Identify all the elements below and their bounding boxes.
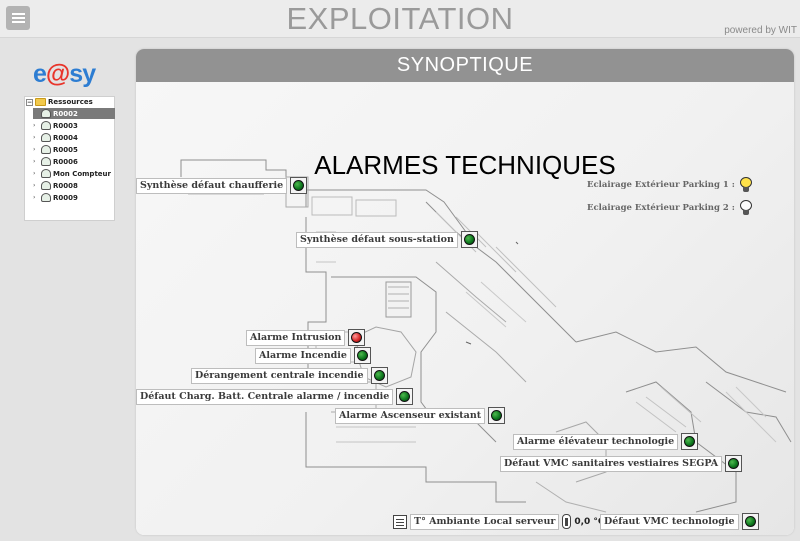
tree-item-r0002[interactable]: ›R0002 [33, 108, 115, 119]
temperature-unit: °C [593, 516, 605, 527]
expand-arrow-icon: › [33, 146, 36, 153]
expand-arrow-icon: › [33, 170, 36, 177]
meter-icon [41, 121, 51, 130]
panel-title: SYNOPTIQUE [136, 49, 794, 82]
meter-icon [41, 109, 51, 118]
sensor-icon [393, 514, 407, 529]
easy-logo: e@sy [33, 60, 96, 88]
alarm-derangement-incendie: Dérangement centrale incendie [191, 367, 388, 384]
light-bulb-off-icon[interactable] [739, 200, 752, 216]
tree-item-r0006[interactable]: ›R0006 [33, 157, 78, 166]
folder-icon [35, 98, 46, 106]
tree-root[interactable]: − Ressources [26, 98, 93, 106]
alarm-charg-batt: Défaut Charg. Batt. Centrale alarme / in… [136, 388, 414, 405]
expand-arrow-icon: › [33, 134, 36, 141]
alarm-vmc-technologie: Défaut VMC technologie [600, 513, 759, 530]
tree-item-r0009[interactable]: ›R0009 [33, 193, 78, 202]
resource-tree: − Ressources ›R0002 ›R0003 ›R0004 ›R0005… [24, 96, 115, 221]
led-green-icon [399, 391, 411, 402]
meter-icon [41, 193, 51, 202]
status-indicator[interactable] [353, 347, 371, 364]
led-green-icon [293, 180, 305, 191]
light-bulb-on-icon[interactable] [739, 177, 752, 193]
expand-arrow-icon: › [33, 158, 36, 165]
status-indicator[interactable] [396, 388, 414, 405]
led-green-icon [463, 234, 475, 245]
expand-arrow-icon: › [33, 122, 36, 129]
alarm-vmc-segpa: Défaut VMC sanitaires vestiaires SEGPA [500, 455, 743, 472]
top-bar: EXPLOITATION powered by WIT [0, 0, 800, 38]
alarm-intrusion: Alarme Intrusion [246, 329, 366, 346]
meter-icon [41, 181, 51, 190]
expand-arrow-icon: › [33, 194, 36, 201]
meter-icon [41, 145, 51, 154]
alarm-sous-station: Synthèse défaut sous-station [296, 231, 478, 248]
lighting-parking-2: Eclairage Extérieur Parking 2 : [587, 200, 752, 216]
tree-item-r0008[interactable]: ›R0008 [33, 181, 78, 190]
meter-icon [41, 133, 51, 142]
led-green-icon [684, 436, 696, 447]
status-indicator[interactable] [488, 407, 506, 424]
expand-arrow-icon: › [33, 110, 36, 117]
status-indicator[interactable] [348, 329, 366, 346]
app-title: EXPLOITATION [286, 1, 514, 36]
status-indicator[interactable] [460, 231, 478, 248]
led-green-icon [491, 410, 503, 421]
meter-icon [41, 169, 51, 178]
alarm-incendie: Alarme Incendie [255, 347, 371, 364]
led-green-icon [744, 516, 756, 527]
led-red-icon [351, 332, 363, 343]
collapse-toggle-icon[interactable]: − [26, 98, 33, 106]
lighting-parking-1: Eclairage Extérieur Parking 1 : [587, 177, 752, 193]
temperature-value: 0,0 [574, 516, 591, 527]
temperature-server-room: T° Ambiante Local serveur 0,0 °C [393, 513, 619, 530]
status-indicator[interactable] [681, 433, 699, 450]
tree-item-r0004[interactable]: ›R0004 [33, 133, 78, 142]
led-green-icon [728, 458, 740, 469]
status-indicator[interactable] [290, 177, 308, 194]
powered-by: powered by WIT [724, 25, 797, 36]
alarm-chaufferie: Synthèse défaut chaufferie [136, 177, 308, 194]
tree-item-r0003[interactable]: ›R0003 [33, 121, 78, 130]
led-green-icon [373, 370, 385, 381]
hamburger-menu-icon[interactable] [6, 6, 30, 30]
meter-icon [41, 157, 51, 166]
expand-arrow-icon: › [33, 182, 36, 189]
status-indicator[interactable] [741, 513, 759, 530]
alarm-ascenseur: Alarme Ascenseur existant [335, 407, 506, 424]
tree-item-mon-compteur[interactable]: ›Mon Compteur [33, 169, 111, 178]
status-indicator[interactable] [370, 367, 388, 384]
synoptique-panel: SYNOPTIQUE [136, 49, 794, 535]
alarm-elevateur: Alarme élévateur technologie [513, 433, 699, 450]
tree-root-label: Ressources [48, 98, 93, 106]
status-indicator[interactable] [725, 455, 743, 472]
tree-item-r0005[interactable]: ›R0005 [33, 145, 78, 154]
led-green-icon [356, 350, 368, 361]
thermometer-icon [562, 514, 572, 529]
